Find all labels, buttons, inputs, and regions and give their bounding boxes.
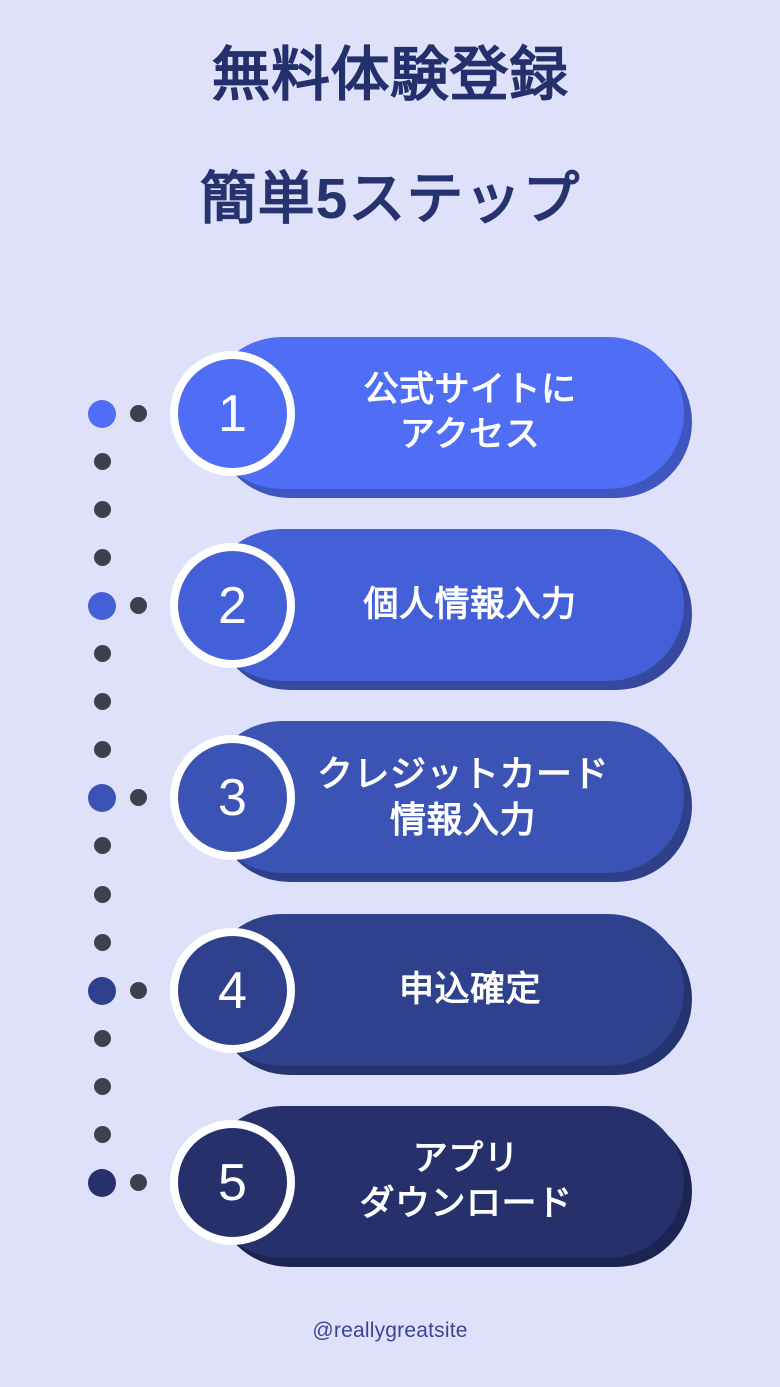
step-number: 3 bbox=[218, 768, 247, 827]
rail-filler-dot bbox=[94, 1030, 111, 1047]
footer: @reallygreatsite bbox=[0, 1319, 780, 1343]
rail-step-dot bbox=[88, 591, 116, 620]
rail-filler-dot bbox=[94, 501, 111, 518]
step-number-badge: 1 bbox=[170, 351, 295, 476]
step-item[interactable]: 個人情報入力 2 bbox=[0, 525, 780, 690]
rail-filler-dot bbox=[94, 1126, 111, 1143]
rail-step-dot bbox=[88, 1168, 116, 1197]
step-pill[interactable]: 公式サイトに アクセス bbox=[206, 337, 684, 489]
step-number-badge: 2 bbox=[170, 543, 295, 668]
rail-filler-dot bbox=[94, 453, 111, 470]
rail-side-dot bbox=[130, 597, 147, 614]
rail-step-dot bbox=[88, 783, 116, 812]
rail-filler-dot bbox=[94, 645, 111, 662]
header: 無料体験登録 簡単5ステップ bbox=[0, 0, 780, 232]
step-label: 申込確定 bbox=[398, 969, 541, 1009]
step-number: 1 bbox=[218, 384, 247, 443]
step-number: 2 bbox=[218, 576, 247, 635]
step-item[interactable]: 申込確定 4 bbox=[0, 910, 780, 1075]
rail-filler-dot bbox=[94, 549, 111, 566]
rail-filler-dot bbox=[94, 693, 111, 710]
rail-side-dot bbox=[130, 789, 147, 806]
step-number: 5 bbox=[218, 1153, 247, 1212]
step-number-badge: 4 bbox=[170, 928, 295, 1053]
step-label: クレジットカード 情報入力 bbox=[316, 752, 609, 840]
social-handle: @reallygreatsite bbox=[312, 1319, 468, 1342]
step-label: アプリ ダウンロード bbox=[359, 1139, 573, 1223]
rail-filler-dot bbox=[94, 741, 111, 758]
step-number-badge: 3 bbox=[170, 735, 295, 860]
page-title: 無料体験登録 bbox=[211, 42, 569, 108]
rail-filler-dot bbox=[94, 885, 111, 903]
rail-side-dot bbox=[130, 1174, 147, 1191]
step-label: 個人情報入力 bbox=[363, 584, 577, 624]
step-number-badge: 5 bbox=[170, 1120, 295, 1245]
rail-filler-dot bbox=[94, 1078, 111, 1095]
rail-filler-dot bbox=[94, 837, 111, 855]
step-item[interactable]: クレジットカード 情報入力 3 bbox=[0, 717, 780, 882]
rail-step-dot bbox=[88, 399, 116, 428]
step-item[interactable]: 公式サイトに アクセス 1 bbox=[0, 333, 780, 498]
step-progress-rail bbox=[0, 333, 170, 1288]
rail-filler-dot bbox=[94, 933, 111, 951]
rail-step-dot bbox=[88, 976, 116, 1005]
step-item[interactable]: アプリ ダウンロード 5 bbox=[0, 1102, 780, 1267]
steps-list: 公式サイトに アクセス 1 個人情報入力 2 クレジットカード 情報入力 3 bbox=[0, 333, 780, 1288]
step-number: 4 bbox=[218, 961, 247, 1020]
page-subtitle: 簡単5ステップ bbox=[199, 167, 581, 232]
rail-side-dot bbox=[130, 982, 147, 999]
rail-side-dot bbox=[130, 405, 147, 422]
step-label: 公式サイトに アクセス bbox=[363, 370, 577, 454]
